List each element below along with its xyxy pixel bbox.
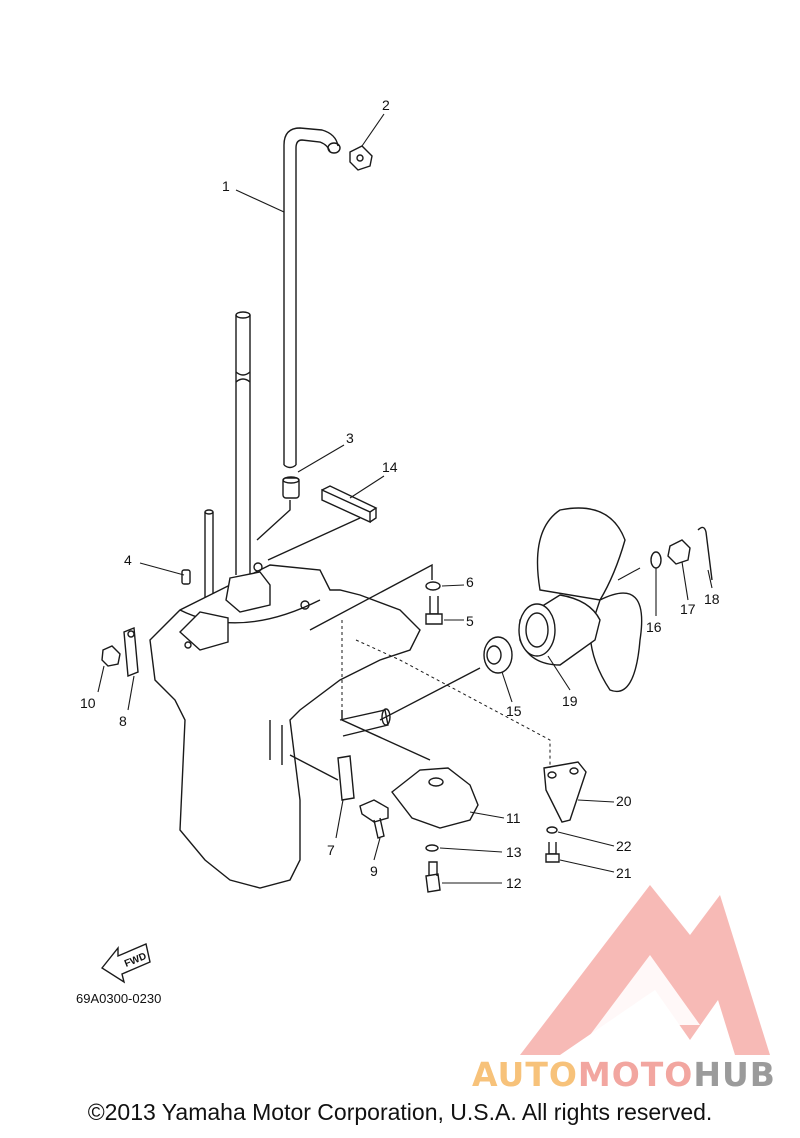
watermark-part-moto: MOTO [577, 1055, 694, 1094]
washer-13 [425, 844, 439, 852]
callout-9: 9 [370, 863, 378, 879]
bolt-5 [425, 596, 443, 625]
callout-20: 20 [616, 793, 632, 809]
cotter-pin-18 [697, 526, 713, 581]
callout-11: 11 [506, 810, 521, 826]
grommet [349, 145, 373, 171]
callout-22: 22 [616, 838, 632, 854]
callout-18: 18 [704, 591, 720, 607]
callout-19: 19 [562, 693, 578, 709]
copyright-notice: ©2013 Yamaha Motor Corporation, U.S.A. A… [87, 1099, 713, 1125]
callout-1: 1 [222, 178, 230, 194]
plug [101, 645, 121, 667]
fwd-arrow-icon: FWD [100, 943, 151, 984]
anode-20 [543, 761, 587, 823]
callout-numbers: 1 2 3 4 5 6 7 8 9 10 11 12 13 14 15 16 1… [80, 97, 720, 891]
washer-6 [425, 581, 441, 591]
plate-7 [337, 755, 355, 801]
watermark-part-hub: HUB [693, 1055, 776, 1094]
assembly-lines [256, 500, 551, 781]
callout-13: 13 [506, 844, 522, 860]
diagram-code: 69A0300-0230 [76, 991, 161, 1006]
nut-17 [667, 539, 691, 565]
leader-lines [97, 113, 713, 884]
callout-15: 15 [506, 703, 522, 719]
callout-4: 4 [124, 552, 132, 568]
watermark-logo [520, 885, 770, 1055]
lower-casing [149, 562, 421, 889]
callout-16: 16 [646, 619, 662, 635]
washer-16 [650, 551, 662, 569]
watermark-part-auto: AUTO [472, 1055, 578, 1094]
spacer-15 [483, 636, 513, 674]
propeller [518, 507, 643, 693]
callout-8: 8 [119, 713, 127, 729]
callout-17: 17 [680, 601, 696, 617]
callout-12: 12 [506, 875, 522, 891]
callout-6: 6 [466, 574, 474, 590]
plate-8 [123, 627, 139, 677]
callout-21: 21 [616, 865, 632, 881]
callout-5: 5 [466, 613, 474, 629]
driveshaft [235, 311, 251, 575]
callout-3: 3 [346, 430, 354, 446]
callout-10: 10 [80, 695, 96, 711]
bolt-12 [425, 861, 441, 893]
seal [282, 476, 300, 499]
water-tube [283, 127, 341, 469]
watermark-text: AUTOMOTOHUB [472, 1055, 776, 1094]
callout-14: 14 [382, 459, 398, 475]
trim-tab-11 [391, 767, 479, 829]
bolt-9 [359, 799, 389, 839]
callout-2: 2 [382, 97, 390, 113]
washer-22 [546, 826, 558, 834]
callout-7: 7 [327, 842, 335, 858]
bracket [321, 485, 378, 524]
bolt-21 [545, 842, 560, 863]
dowel-pin [181, 569, 191, 585]
